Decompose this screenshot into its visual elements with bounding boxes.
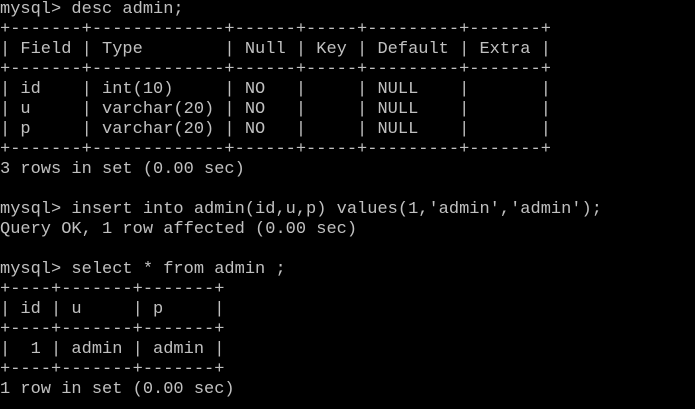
table-header-row: | Field | Type | Null | Key | Default | …	[0, 40, 551, 59]
command-line-select: mysql> select * from admin ;	[0, 260, 286, 279]
command-line-insert: mysql> insert into admin(id,u,p) values(…	[0, 200, 602, 219]
table-border: +----+-------+-------+	[0, 360, 225, 379]
table-border: +----+-------+-------+	[0, 320, 225, 339]
table-header-row: | id | u | p |	[0, 300, 225, 319]
terminal-output: mysql> desc admin; +-------+------------…	[0, 0, 602, 399]
table-border: +-------+-------------+------+-----+----…	[0, 60, 551, 79]
blank-line	[0, 180, 602, 200]
blank-line	[0, 240, 602, 260]
result-summary: 1 row in set (0.00 sec)	[0, 380, 235, 399]
table-row: | u | varchar(20) | NO | | NULL | |	[0, 100, 551, 119]
table-row: | p | varchar(20) | NO | | NULL | |	[0, 120, 551, 139]
command-line-desc: mysql> desc admin;	[0, 0, 184, 19]
result-summary: 3 rows in set (0.00 sec)	[0, 160, 245, 179]
table-border: +----+-------+-------+	[0, 280, 225, 299]
table-row: | 1 | admin | admin |	[0, 340, 225, 359]
table-border: +-------+-------------+------+-----+----…	[0, 20, 551, 39]
table-row: | id | int(10) | NO | | NULL | |	[0, 80, 551, 99]
table-border: +-------+-------------+------+-----+----…	[0, 140, 551, 159]
query-ok-message: Query OK, 1 row affected (0.00 sec)	[0, 220, 358, 239]
